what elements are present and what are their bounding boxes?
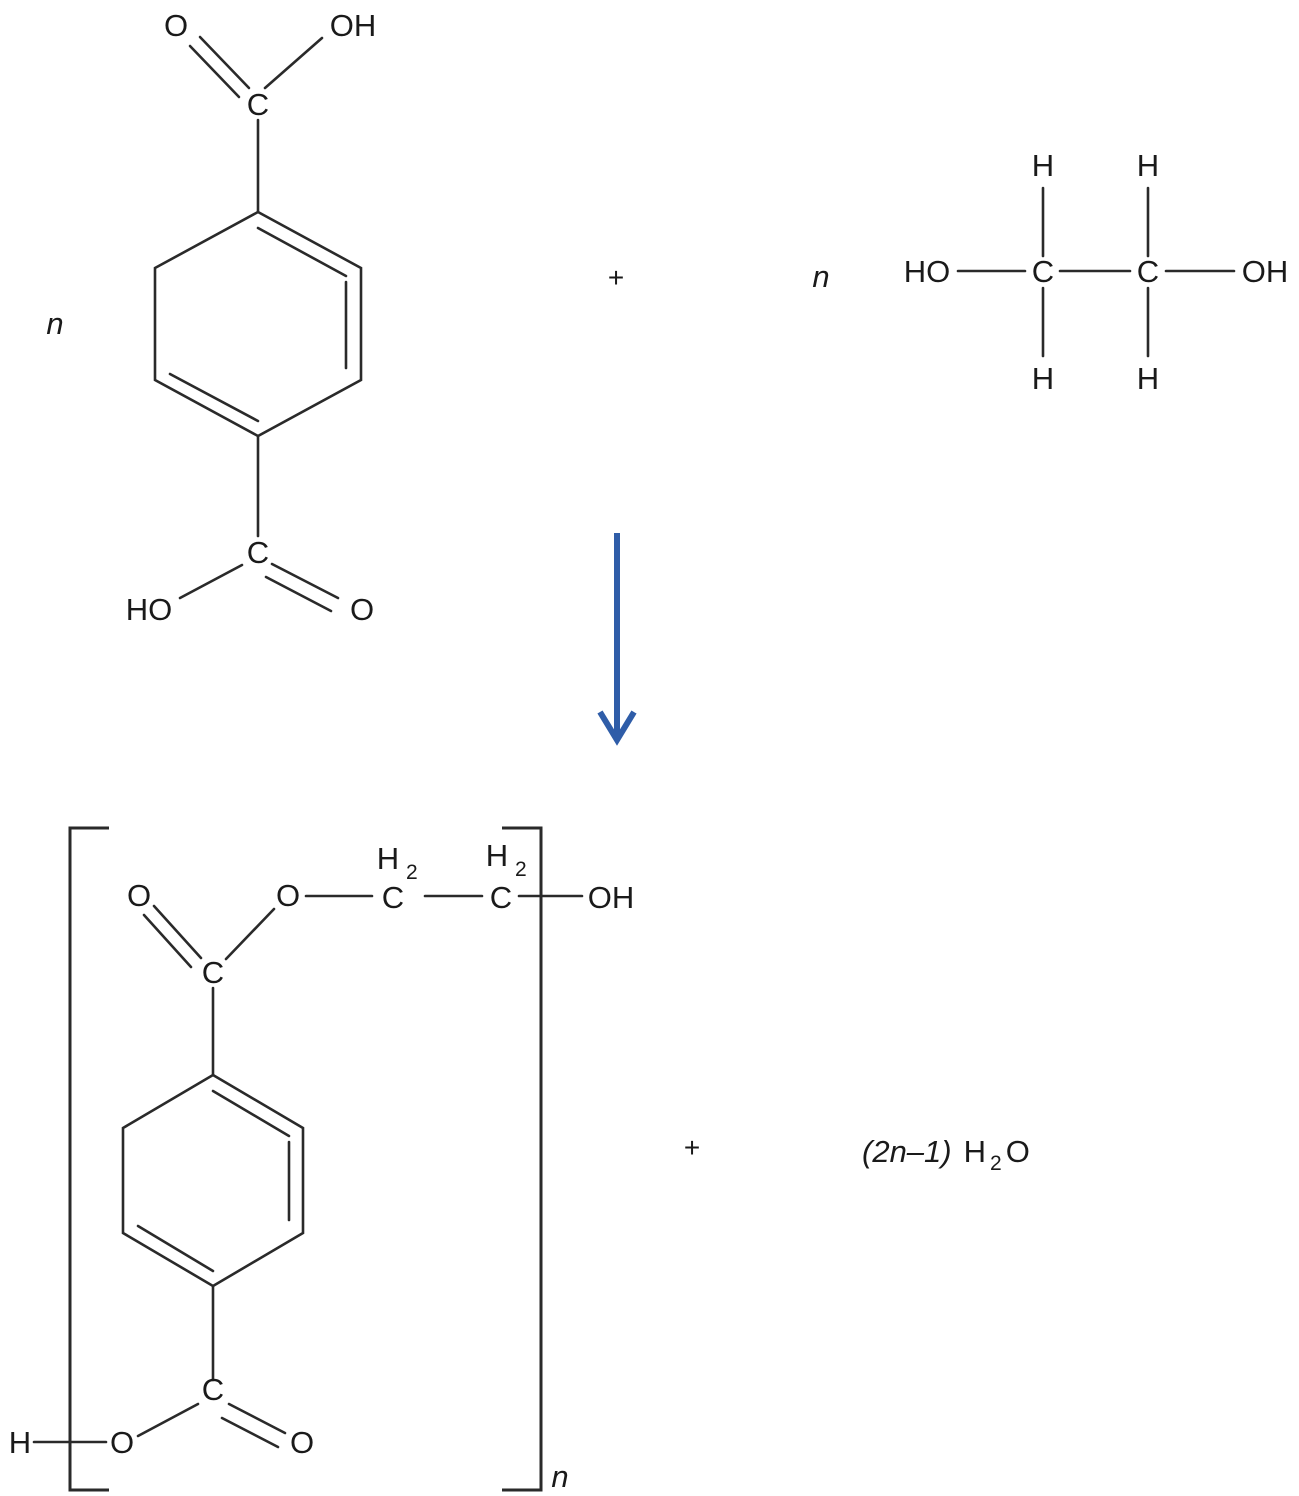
- oxygen-label: O: [127, 878, 151, 913]
- water-subscript: 2: [990, 1152, 1002, 1175]
- bond: [256, 226, 348, 278]
- bond: [136, 1224, 215, 1273]
- hydroxyl-label: OH: [1242, 254, 1289, 289]
- bond: [188, 44, 241, 99]
- arrow-head: [597, 710, 637, 746]
- benzene-ring: [153, 210, 363, 438]
- water-byproduct: (2n–1) H 2 O: [862, 1134, 1030, 1175]
- benzene-ring: [121, 1073, 305, 1288]
- oxygen-label: O: [110, 1425, 134, 1460]
- bond: [224, 907, 276, 961]
- carbon-label: C: [247, 87, 269, 122]
- hydrogen-label: H: [1137, 148, 1159, 183]
- bond: [264, 575, 333, 613]
- ethylene-glycol-coefficient: n: [812, 259, 829, 294]
- bond: [136, 1402, 200, 1438]
- right-bracket: [502, 826, 543, 1492]
- plus-sign: +: [684, 1132, 700, 1163]
- oxygen-label: O: [350, 592, 374, 627]
- hydroxyl-label: OH: [588, 880, 635, 915]
- terephthalic-acid: O OH C C HO O: [126, 8, 377, 627]
- reaction-arrow: [597, 533, 637, 746]
- hydrogen-label: H: [9, 1425, 31, 1460]
- pet-polymer: O O C C H 2 C H 2 OH C H O O n: [9, 826, 635, 1494]
- bond: [227, 1402, 287, 1435]
- water-formula: (2n–1) H 2 O: [862, 1134, 1030, 1175]
- hydrogen-label: H: [1032, 361, 1054, 396]
- water-coefficient: (2n–1): [862, 1134, 952, 1169]
- hydrogen-label: H: [377, 841, 399, 876]
- bond: [211, 1089, 291, 1138]
- carbon-label: C: [202, 955, 224, 990]
- water-oxygen: O: [1006, 1134, 1030, 1169]
- carbon-label: C: [247, 535, 269, 570]
- hydroxyl-label: OH: [330, 8, 377, 43]
- carbon-label: C: [202, 1372, 224, 1407]
- left-bracket: [68, 826, 109, 1492]
- hydrogen-label: H: [1032, 148, 1054, 183]
- ethylene-glycol: HO C C OH H H H H: [904, 148, 1289, 396]
- carbon-label: C: [1137, 254, 1159, 289]
- hydroxyl-label: HO: [126, 592, 173, 627]
- carbon-label: C: [382, 880, 404, 915]
- plus-sign: +: [608, 262, 624, 293]
- bond: [270, 562, 340, 600]
- carbon-label: C: [490, 880, 512, 915]
- oxygen-label: O: [164, 8, 188, 43]
- bond: [142, 913, 193, 969]
- subscript-label: 2: [515, 858, 527, 881]
- carbon-label: C: [1032, 254, 1054, 289]
- hydrogen-label: H: [1137, 361, 1159, 396]
- water-hydrogen: H: [964, 1134, 986, 1169]
- bond: [220, 1416, 280, 1449]
- repeat-unit-subscript: n: [551, 1459, 568, 1494]
- hydroxyl-label: HO: [904, 254, 951, 289]
- bond: [152, 904, 203, 960]
- oxygen-label: O: [290, 1425, 314, 1460]
- bond: [178, 563, 244, 600]
- terephthalic-acid-coefficient: n: [46, 306, 63, 341]
- oxygen-label: O: [276, 878, 300, 913]
- bond: [263, 36, 324, 90]
- subscript-label: 2: [406, 861, 418, 884]
- bond: [198, 35, 251, 90]
- bond: [168, 372, 260, 423]
- hydrogen-label: H: [486, 838, 508, 873]
